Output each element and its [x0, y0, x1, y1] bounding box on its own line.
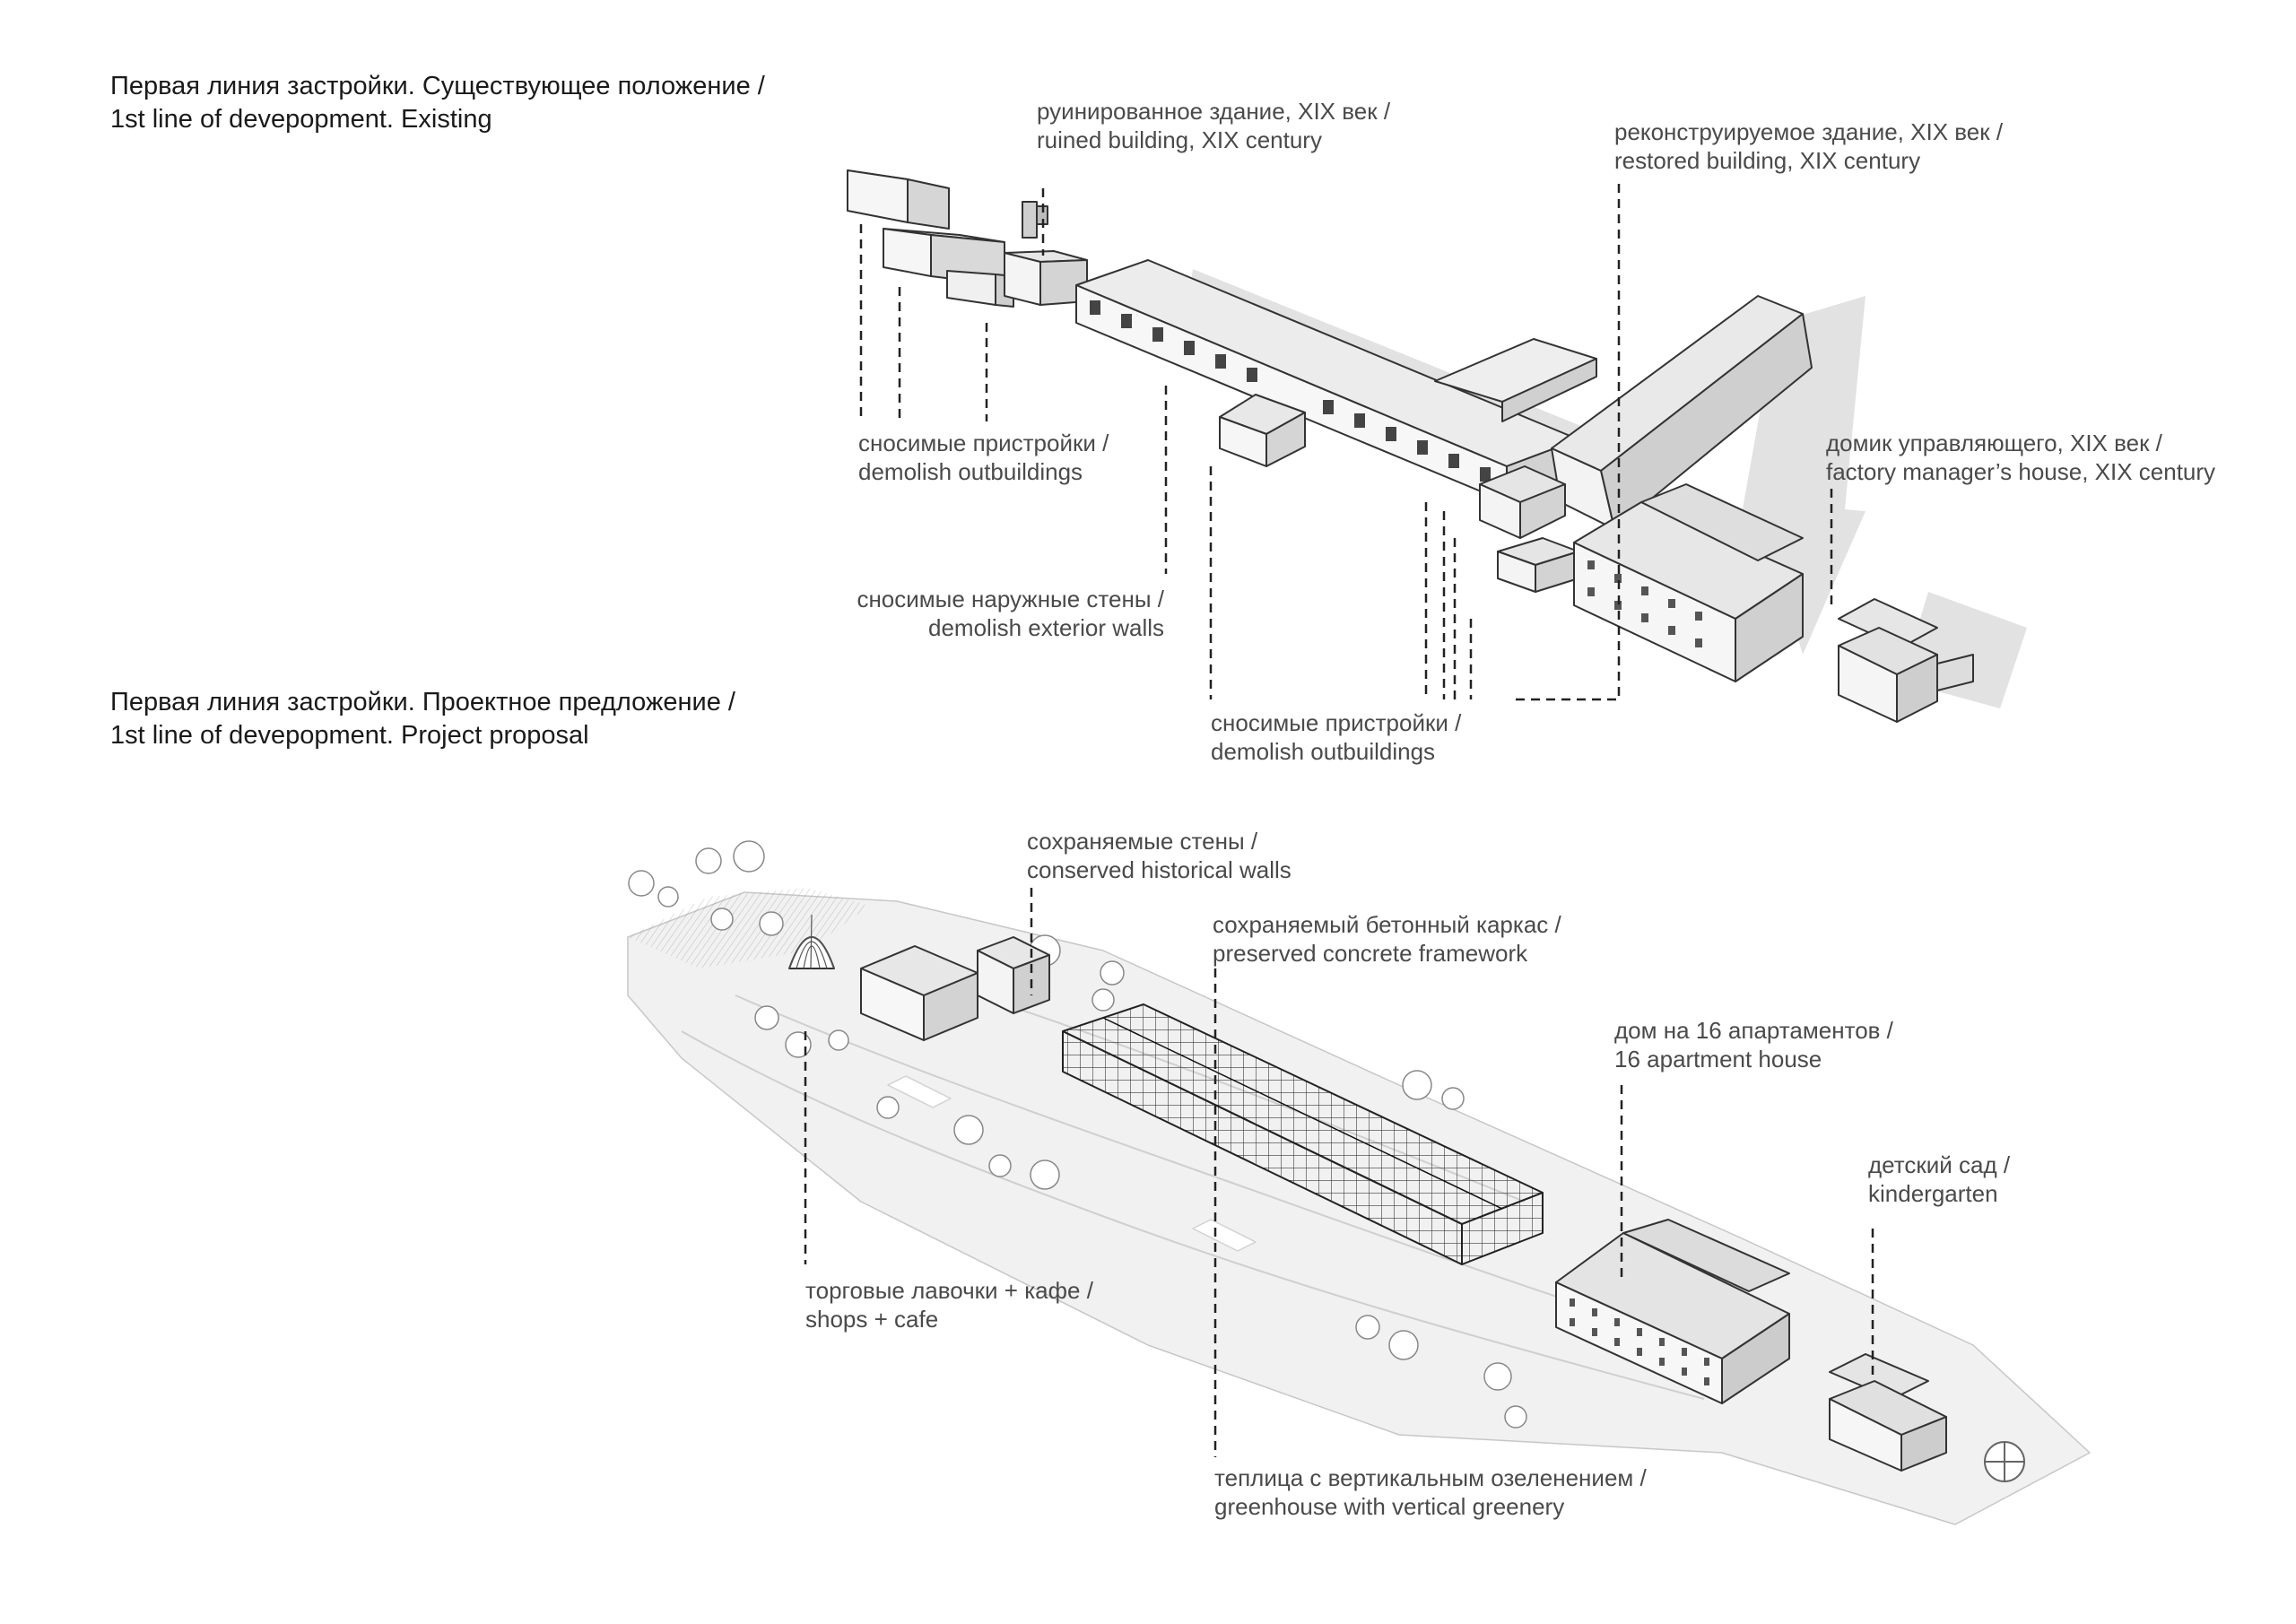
label-restored-building: реконструируемое здание, XIX век / resto…: [1614, 117, 2003, 175]
label-en: demolish exterior walls: [928, 614, 1164, 641]
label-en: shops + cafe: [805, 1306, 939, 1333]
trees: [628, 840, 1527, 1429]
label-ru: теплица с вертикальным озеленением /: [1214, 1464, 1647, 1491]
section-title-existing: Первая линия застройки. Существующее пол…: [110, 70, 765, 136]
title-line-ru: Первая линия застройки. Проектное предло…: [110, 688, 735, 716]
label-en: 16 apartment house: [1614, 1046, 1822, 1073]
label-ru: сохраняемые стены /: [1027, 828, 1258, 855]
label-ru: домик управляющего, XIX век /: [1826, 430, 2162, 456]
label-ru: сносимые пристройки /: [1211, 709, 1462, 736]
connectors: [1479, 465, 1579, 593]
label-en: conserved historical walls: [1027, 856, 1292, 883]
label-shops-cafe: торговые лавочки + кафе / shops + cafe: [805, 1276, 1093, 1333]
restored-building: [1551, 295, 1813, 530]
label-ru: сохраняемый бетонный каркас /: [1213, 911, 1561, 938]
label-manager-house: домик управляющего, XIX век / factory ma…: [1826, 429, 2215, 486]
label-en: demolish outbuildings: [1211, 738, 1436, 765]
title-line-ru: Первая линия застройки. Существующее пол…: [110, 72, 765, 100]
leader-lines-proposal: [804, 888, 1874, 1457]
label-ru: реконструируемое здание, XIX век /: [1614, 118, 2004, 145]
title-line-en: 1st line of devepopment. Project proposa…: [110, 721, 589, 750]
manager-house: [1838, 598, 1974, 723]
label-en: factory manager’s house, XIX century: [1826, 458, 2216, 485]
ruined-building: [1004, 201, 1088, 306]
annex-existing: [1219, 394, 1306, 467]
label-greenhouse: теплица с вертикальным озеленением / gre…: [1214, 1463, 1647, 1521]
existing-site: [847, 169, 2027, 723]
label-ru: детский сад /: [1868, 1151, 2011, 1178]
label-en: demolish outbuildings: [858, 458, 1083, 485]
label-demolish-outbuildings-right: сносимые пристройки / demolish outbuildi…: [1211, 708, 1461, 766]
kindergarten: [1829, 1353, 2025, 1482]
label-ru: сносимые наружные стены /: [857, 586, 1164, 612]
label-conserved-walls: сохраняемые стены / conserved historical…: [1027, 827, 1292, 884]
outbuildings-left: [847, 169, 1014, 308]
label-en: greenhouse with vertical greenery: [1214, 1493, 1565, 1520]
label-concrete-framework: сохраняемый бетонный каркас / preserved …: [1213, 910, 1561, 968]
label-en: kindergarten: [1868, 1180, 1998, 1207]
leader-lines-existing: [859, 184, 1833, 701]
title-line-en: 1st line of devepopment. Existing: [110, 105, 492, 134]
label-apartment-house: дом на 16 апартаментов / 16 apartment ho…: [1614, 1016, 1893, 1073]
label-ru: сносимые пристройки /: [858, 430, 1109, 456]
label-demolish-exterior-walls: сносимые наружные стены / demolish exter…: [807, 585, 1164, 642]
label-ruined-building: руинированное здание, XIX век / ruined b…: [1037, 97, 1390, 154]
label-demolish-outbuildings-left: сносимые пристройки / demolish outbuildi…: [858, 429, 1109, 486]
label-en: restored building, XIX century: [1614, 147, 1921, 174]
label-ru: торговые лавочки + кафе /: [805, 1277, 1093, 1304]
label-ru: руинированное здание, XIX век /: [1037, 98, 1391, 125]
section-title-proposal: Первая линия застройки. Проектное предло…: [110, 686, 735, 752]
label-en: preserved concrete framework: [1213, 940, 1528, 967]
back-block: [1434, 338, 1597, 422]
greenhouse: [1062, 1003, 1544, 1265]
label-kindergarten: детский сад / kindergarten: [1868, 1151, 2010, 1208]
restored-main: [1573, 483, 1804, 682]
apartment-house: [1555, 1219, 1790, 1404]
label-ru: дом на 16 апартаментов /: [1614, 1017, 1893, 1044]
label-en: ruined building, XIX century: [1037, 126, 1322, 153]
